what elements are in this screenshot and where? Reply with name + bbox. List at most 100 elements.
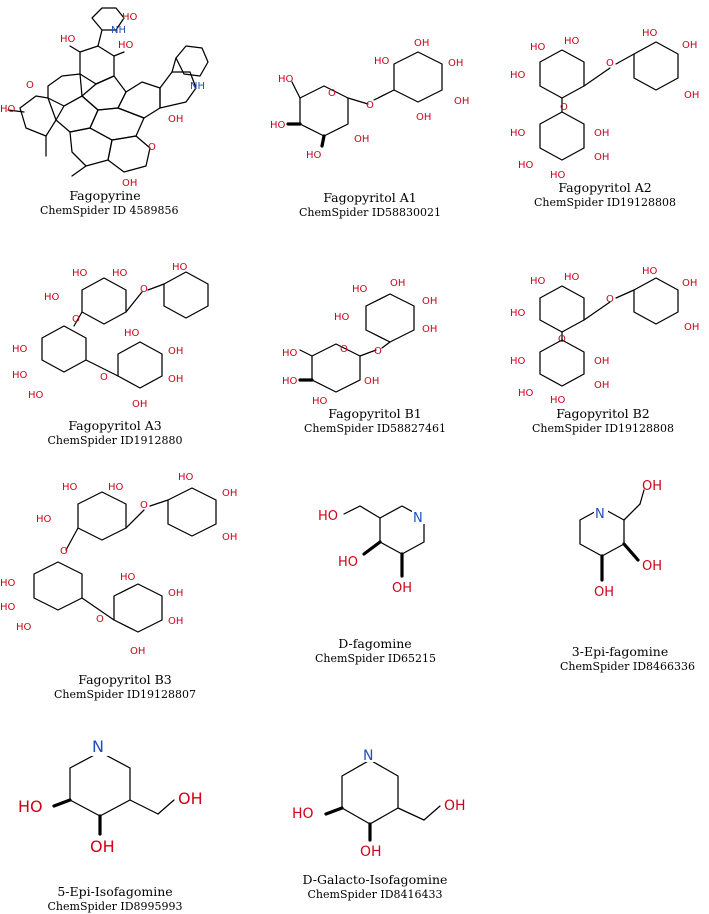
compound-id: ChemSpider ID8416433 [307,887,443,901]
oxygen-label: HO [28,390,44,401]
structure-5-epi-isofagomine: N HO OH OH [18,730,218,856]
oxygen-label: HO [530,42,546,53]
oxygen-label: HO [352,284,368,295]
compound-name: D-fagomine [338,636,412,651]
structure-fagopyrine: NH NH HO HO HO O HO OH O OH [0,0,210,189]
oxygen-label: HO [338,555,358,570]
oxygen-label: OH [132,399,147,410]
compound-id: ChemSpider ID58827461 [304,421,446,435]
compound-id: ChemSpider ID 4589856 [40,203,179,217]
oxygen-label: HO [518,160,534,171]
nitrogen-label: N [595,507,605,522]
oxygen-label: HO [374,56,390,67]
oxygen-label: OH [594,585,614,600]
oxygen-label: HO [72,268,88,279]
oxygen-label: HO [306,150,322,161]
oxygen-label: HO [108,482,124,493]
compound-name: Fagopyritol B2 [556,406,650,421]
compound-name: Fagopyritol A1 [323,190,417,205]
oxygen-label: HO [12,344,28,355]
oxygen-label: HO [550,395,566,406]
oxygen-label: HO [18,797,43,816]
compound-id: ChemSpider ID58830021 [299,205,441,219]
oxygen-label: OH [360,844,382,860]
oxygen-label: HO [0,602,16,613]
oxygen-label: OH [390,278,405,289]
oxygen-label: OH [594,380,609,391]
amine-label: NH [190,81,205,92]
oxygen-label: OH [364,376,379,387]
oxygen-label: OH [168,346,183,357]
compound-name: Fagopyritol B3 [78,672,172,687]
oxygen-label: HO [282,376,298,387]
oxygen-label: OH [178,789,203,808]
oxygen-label: OH [682,278,697,289]
oxygen-label: HO [550,170,566,181]
oxygen-label: OH [122,178,137,189]
oxygen-label: O [366,100,374,111]
oxygen-label: OH [594,128,609,139]
oxygen-label: OH [168,588,183,599]
oxygen-label: OH [422,296,437,307]
oxygen-label: HO [278,74,294,85]
oxygen-label: OH [684,90,699,101]
oxygen-label: HO [122,12,138,23]
oxygen-label: HO [44,292,60,303]
oxygen-label: OH [392,581,412,596]
oxygen-label: O [606,294,614,305]
compound-id: ChemSpider ID19128808 [534,195,676,209]
oxygen-label: HO [124,328,140,339]
compound-name: D-Galacto-Isofagomine [302,872,448,887]
oxygen-label: HO [16,622,32,633]
compound-name: 5-Epi-Isofagomine [57,884,173,899]
oxygen-label: OH [416,112,431,123]
structure-fagopyritol-b2: O O HO HO HO HO OH OH HO HO OH OH HO [510,266,705,406]
oxygen-label: OH [168,616,183,627]
oxygen-label: OH [642,559,662,574]
oxygen-label: OH [448,58,463,69]
oxygen-label: O [340,344,348,355]
oxygen-label: O [558,334,566,345]
oxygen-label: HO [510,356,526,367]
oxygen-label: HO [120,572,136,583]
oxygen-label: OH [354,134,369,145]
oxygen-label: HO [312,396,328,407]
nitrogen-label: N [92,737,104,756]
oxygen-label: OH [594,356,609,367]
oxygen-label: O [26,80,34,91]
structure-d-fagomine: N HO HO OH [318,488,458,608]
compound-id: ChemSpider ID8995993 [47,899,183,913]
structure-fagopyritol-b3: O O O HO HO HO HO OH OH HO HO HO HO OH O… [0,470,240,665]
oxygen-label: OH [444,798,466,814]
oxygen-label: O [606,58,614,69]
oxygen-label: OH [168,374,183,385]
structure-fagopyritol-a2: O O HO HO HO HO OH OH HO HO OH OH HO [510,28,705,181]
oxygen-label: HO [510,70,526,81]
oxygen-label: HO [270,120,286,131]
oxygen-label: HO [530,276,546,287]
oxygen-label: HO [62,482,78,493]
compound-name: Fagopyritol A3 [68,418,162,433]
oxygen-label: O [328,88,336,99]
oxygen-label: HO [564,36,580,47]
oxygen-label: HO [0,578,16,589]
oxygen-label: OH [422,324,437,335]
oxygen-label: HO [36,514,52,525]
oxygen-label: O [374,346,382,357]
oxygen-label: HO [178,472,194,483]
oxygen-label: OH [594,152,609,163]
oxygen-label: O [140,284,148,295]
compound-id: ChemSpider ID19128808 [532,421,674,435]
compound-name: Fagopyritol B1 [328,406,422,421]
oxygen-label: O [100,372,108,383]
oxygen-label: OH [90,837,115,856]
oxygen-label: HO [282,348,298,359]
oxygen-label: O [96,614,104,625]
oxygen-label: HO [0,104,16,115]
oxygen-label: OH [682,40,697,51]
oxygen-label: HO [642,266,658,277]
oxygen-label: HO [172,262,188,273]
oxygen-label: HO [642,28,658,39]
oxygen-label: HO [60,34,76,45]
oxygen-label: HO [292,806,314,822]
